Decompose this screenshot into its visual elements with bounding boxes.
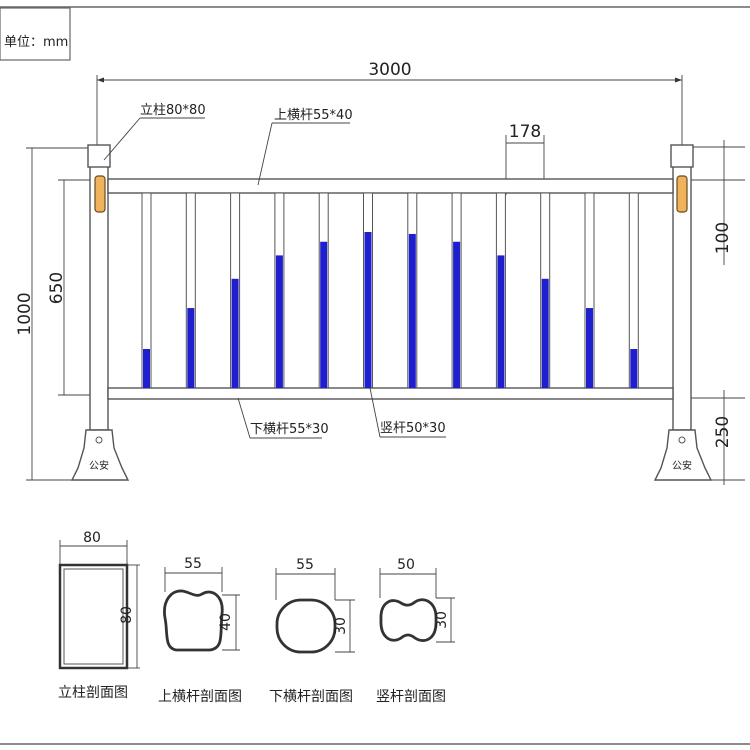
vertical-bar-fill-11 xyxy=(586,308,593,388)
section-bottom-rail-width: 55 xyxy=(296,557,314,573)
section-post-width: 80 xyxy=(83,530,101,546)
section-top-rail-width: 55 xyxy=(184,556,202,572)
right-base-emblem: 公安 xyxy=(672,459,692,472)
right-post-base xyxy=(653,429,713,481)
top-offset-label: 100 xyxy=(713,222,733,254)
unit-box xyxy=(0,7,71,61)
left-post xyxy=(70,144,130,481)
section-bottom-rail: 55 30 下横杆剖面图 xyxy=(269,557,355,705)
vertical-bar-fill-7 xyxy=(408,233,416,388)
vertical-bar-fill-9 xyxy=(497,255,505,388)
height-650-label: 650 xyxy=(47,272,67,304)
section-vertical-bar-caption: 竖杆剖面图 xyxy=(376,689,446,705)
arrow-left xyxy=(97,77,104,83)
vertical-bar-fill-4 xyxy=(275,255,283,388)
vertical-bar-fill-12 xyxy=(630,349,638,388)
vertical-bars xyxy=(141,192,639,389)
right-post xyxy=(653,144,713,481)
section-vertical-bar-height: 30 xyxy=(434,611,450,629)
section-bottom-rail-caption: 下横杆剖面图 xyxy=(269,689,353,705)
post-callout: 立柱80*80 xyxy=(140,103,206,118)
vertical-bar-leader xyxy=(369,387,381,438)
section-vertical-bar: 50 30 竖杆剖面图 xyxy=(376,557,455,705)
vertical-bar-fill-3 xyxy=(231,278,239,388)
section-post: 80 80 立柱剖面图 xyxy=(58,530,140,701)
section-post-caption: 立柱剖面图 xyxy=(58,685,128,701)
section-vertical-bar-width: 50 xyxy=(397,557,415,573)
vertical-bar-fill-1 xyxy=(143,349,150,388)
left-post-base xyxy=(70,429,130,481)
top-rail-callout: 上横杆55*40 xyxy=(274,108,353,123)
right-post-bracket xyxy=(676,175,688,213)
left-post-bracket xyxy=(94,175,106,213)
bottom-rail-leader xyxy=(237,397,251,439)
vertical-bar-fill-8 xyxy=(453,241,461,388)
arrow-right xyxy=(675,77,682,83)
section-top-rail: 55 40 上横杆剖面图 xyxy=(158,556,242,705)
vertical-bar-fill-10 xyxy=(541,278,549,388)
section-post-height: 80 xyxy=(119,606,135,624)
post-leader xyxy=(103,117,141,161)
unit-label: 单位：mm xyxy=(4,35,68,50)
top-rail-leader xyxy=(257,122,273,186)
section-bottom-rail-height: 30 xyxy=(333,617,349,635)
top-rail xyxy=(107,178,674,194)
section-top-rail-caption: 上横杆剖面图 xyxy=(158,689,242,705)
bottom-rail-callout: 下横杆55*30 xyxy=(250,422,329,437)
left-base-emblem: 公安 xyxy=(89,459,109,472)
vertical-bar-fill-5 xyxy=(320,241,328,388)
bottom-rail xyxy=(107,387,674,400)
bottom-offset-label: 250 xyxy=(713,416,733,448)
vertical-bar-callout: 竖杆50*30 xyxy=(380,421,446,436)
height-1000-label: 1000 xyxy=(15,292,35,335)
spacing-label: 178 xyxy=(509,122,541,142)
section-top-rail-height: 40 xyxy=(218,613,234,631)
vertical-bar-fill-6 xyxy=(364,232,372,388)
overall-length-label: 3000 xyxy=(368,60,411,80)
vertical-bar-fill-2 xyxy=(187,308,195,388)
